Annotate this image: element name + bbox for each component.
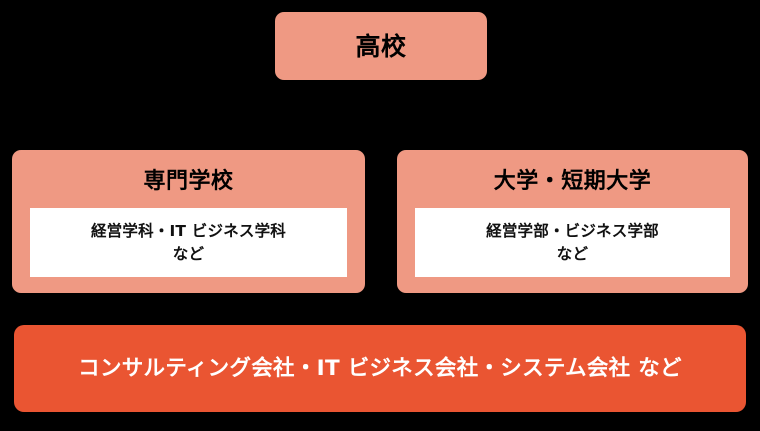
node-vocational-school-body-line1: 経営学科・IT ビジネス学科 [90, 222, 287, 241]
node-university-body: 経営学部・ビジネス学部 など [415, 208, 730, 277]
node-careers-title: コンサルティング会社・IT ビジネス会社・システム会社 など [78, 355, 682, 381]
node-university-body-text: 経営学部・ビジネス学部 など [486, 220, 659, 265]
node-vocational-school-title: 専門学校 [143, 169, 234, 194]
node-university-body-line2: など [556, 244, 589, 263]
node-vocational-school-body-line2: など [172, 244, 205, 263]
node-vocational-school-body-text: 経営学科・IT ビジネス学科 など [91, 220, 286, 265]
node-careers: コンサルティング会社・IT ビジネス会社・システム会社 など [14, 325, 746, 412]
node-vocational-school-body: 経営学科・IT ビジネス学科 など [30, 208, 347, 277]
node-highschool: 高校 [275, 12, 487, 80]
node-highschool-title: 高校 [355, 31, 407, 61]
node-university: 大学・短期大学 経営学部・ビジネス学部 など [397, 150, 748, 293]
node-university-body-line1: 経営学部・ビジネス学部 [486, 222, 659, 241]
node-vocational-school: 専門学校 経営学科・IT ビジネス学科 など [12, 150, 365, 293]
node-university-title: 大学・短期大学 [493, 169, 652, 194]
